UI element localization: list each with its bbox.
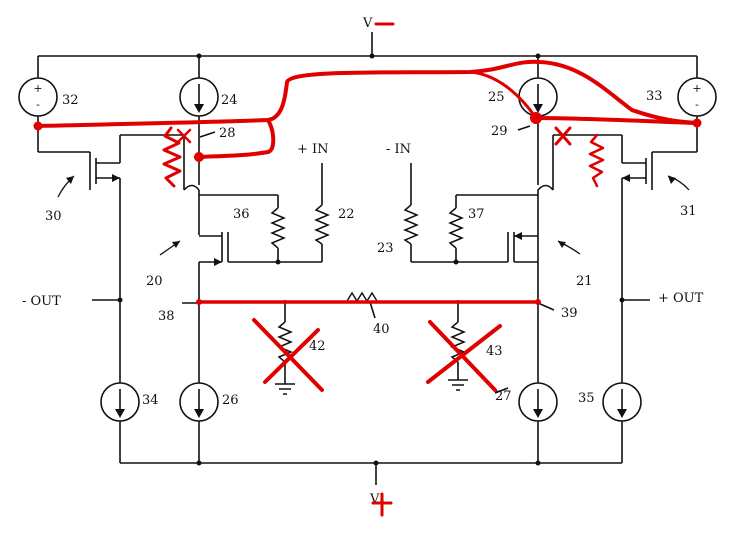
ref-34: 34 — [142, 393, 159, 408]
supply-bottom-label: V — [369, 492, 380, 507]
current-source-27 — [518, 382, 558, 422]
current-source-24 — [179, 77, 219, 117]
schematic-wires — [37, 32, 698, 485]
red-wire-29 — [534, 116, 699, 125]
red-dots — [33, 112, 702, 305]
ref-32: 32 — [62, 93, 79, 108]
resistor-23 — [403, 204, 419, 245]
ref-24: 24 — [221, 93, 238, 108]
red-cross-43b — [426, 324, 502, 384]
red-wire-29b — [468, 70, 538, 120]
schematic-labels: V V + IN - IN - OUT + OUT 32 24 25 33 28… — [22, 16, 704, 507]
resistor-40 — [346, 291, 378, 303]
red-x-29b — [554, 126, 572, 146]
red-resistor-left — [162, 126, 182, 188]
current-source-arrowheads — [115, 104, 627, 418]
resistor-42 — [277, 321, 293, 363]
resistor-22 — [314, 204, 330, 245]
junction-dots — [117, 53, 625, 466]
red-cross-42b — [263, 328, 320, 384]
minus-in-label: - IN — [386, 142, 411, 157]
supply-top-label: V — [362, 16, 373, 31]
voltage-source-33: + - — [677, 77, 717, 117]
current-source-35 — [602, 382, 642, 422]
ground-symbols — [275, 379, 468, 395]
ref-39: 39 — [561, 306, 578, 321]
red-resistor-right — [588, 133, 605, 188]
resistor-37 — [448, 207, 464, 249]
resistor-43 — [450, 321, 466, 363]
minus-out-label: - OUT — [22, 294, 61, 309]
ref-27: 27 — [495, 389, 512, 404]
ref-33: 33 — [646, 89, 663, 104]
ref-31: 31 — [680, 204, 697, 219]
current-source-26 — [179, 382, 219, 422]
ref-37: 37 — [468, 207, 485, 222]
svg-text:+: + — [692, 82, 701, 95]
svg-text:-: - — [36, 98, 40, 111]
ref-20: 20 — [146, 274, 163, 289]
resistor-36 — [270, 207, 286, 249]
ref-21: 21 — [576, 274, 593, 289]
red-wire-top — [36, 59, 699, 128]
ref-25: 25 — [488, 90, 505, 105]
transistor-arrows — [112, 174, 630, 266]
red-markup — [36, 22, 699, 517]
ref-35: 35 — [578, 391, 595, 406]
ref-28: 28 — [219, 126, 236, 141]
ref-36: 36 — [233, 207, 250, 222]
ref-26: 26 — [222, 393, 239, 408]
red-wire-28 — [197, 118, 276, 159]
resistors — [270, 204, 466, 363]
ref-23: 23 — [377, 241, 394, 256]
ref-42: 42 — [309, 339, 326, 354]
ref-22: 22 — [338, 207, 355, 222]
plus-in-label: + IN — [297, 142, 329, 157]
svg-text:+: + — [33, 82, 42, 95]
ref-43: 43 — [486, 344, 503, 359]
pointer-arrowheads — [66, 176, 676, 248]
ref-38: 38 — [158, 309, 175, 324]
red-cross-42a — [252, 318, 324, 392]
ref-40: 40 — [373, 322, 390, 337]
svg-text:-: - — [695, 98, 699, 111]
red-x-28b — [176, 128, 192, 144]
current-source-34 — [100, 382, 140, 422]
plus-out-label: + OUT — [658, 291, 704, 306]
ref-29: 29 — [491, 124, 508, 139]
ref-30: 30 — [45, 209, 62, 224]
voltage-source-32: + - — [18, 77, 58, 117]
